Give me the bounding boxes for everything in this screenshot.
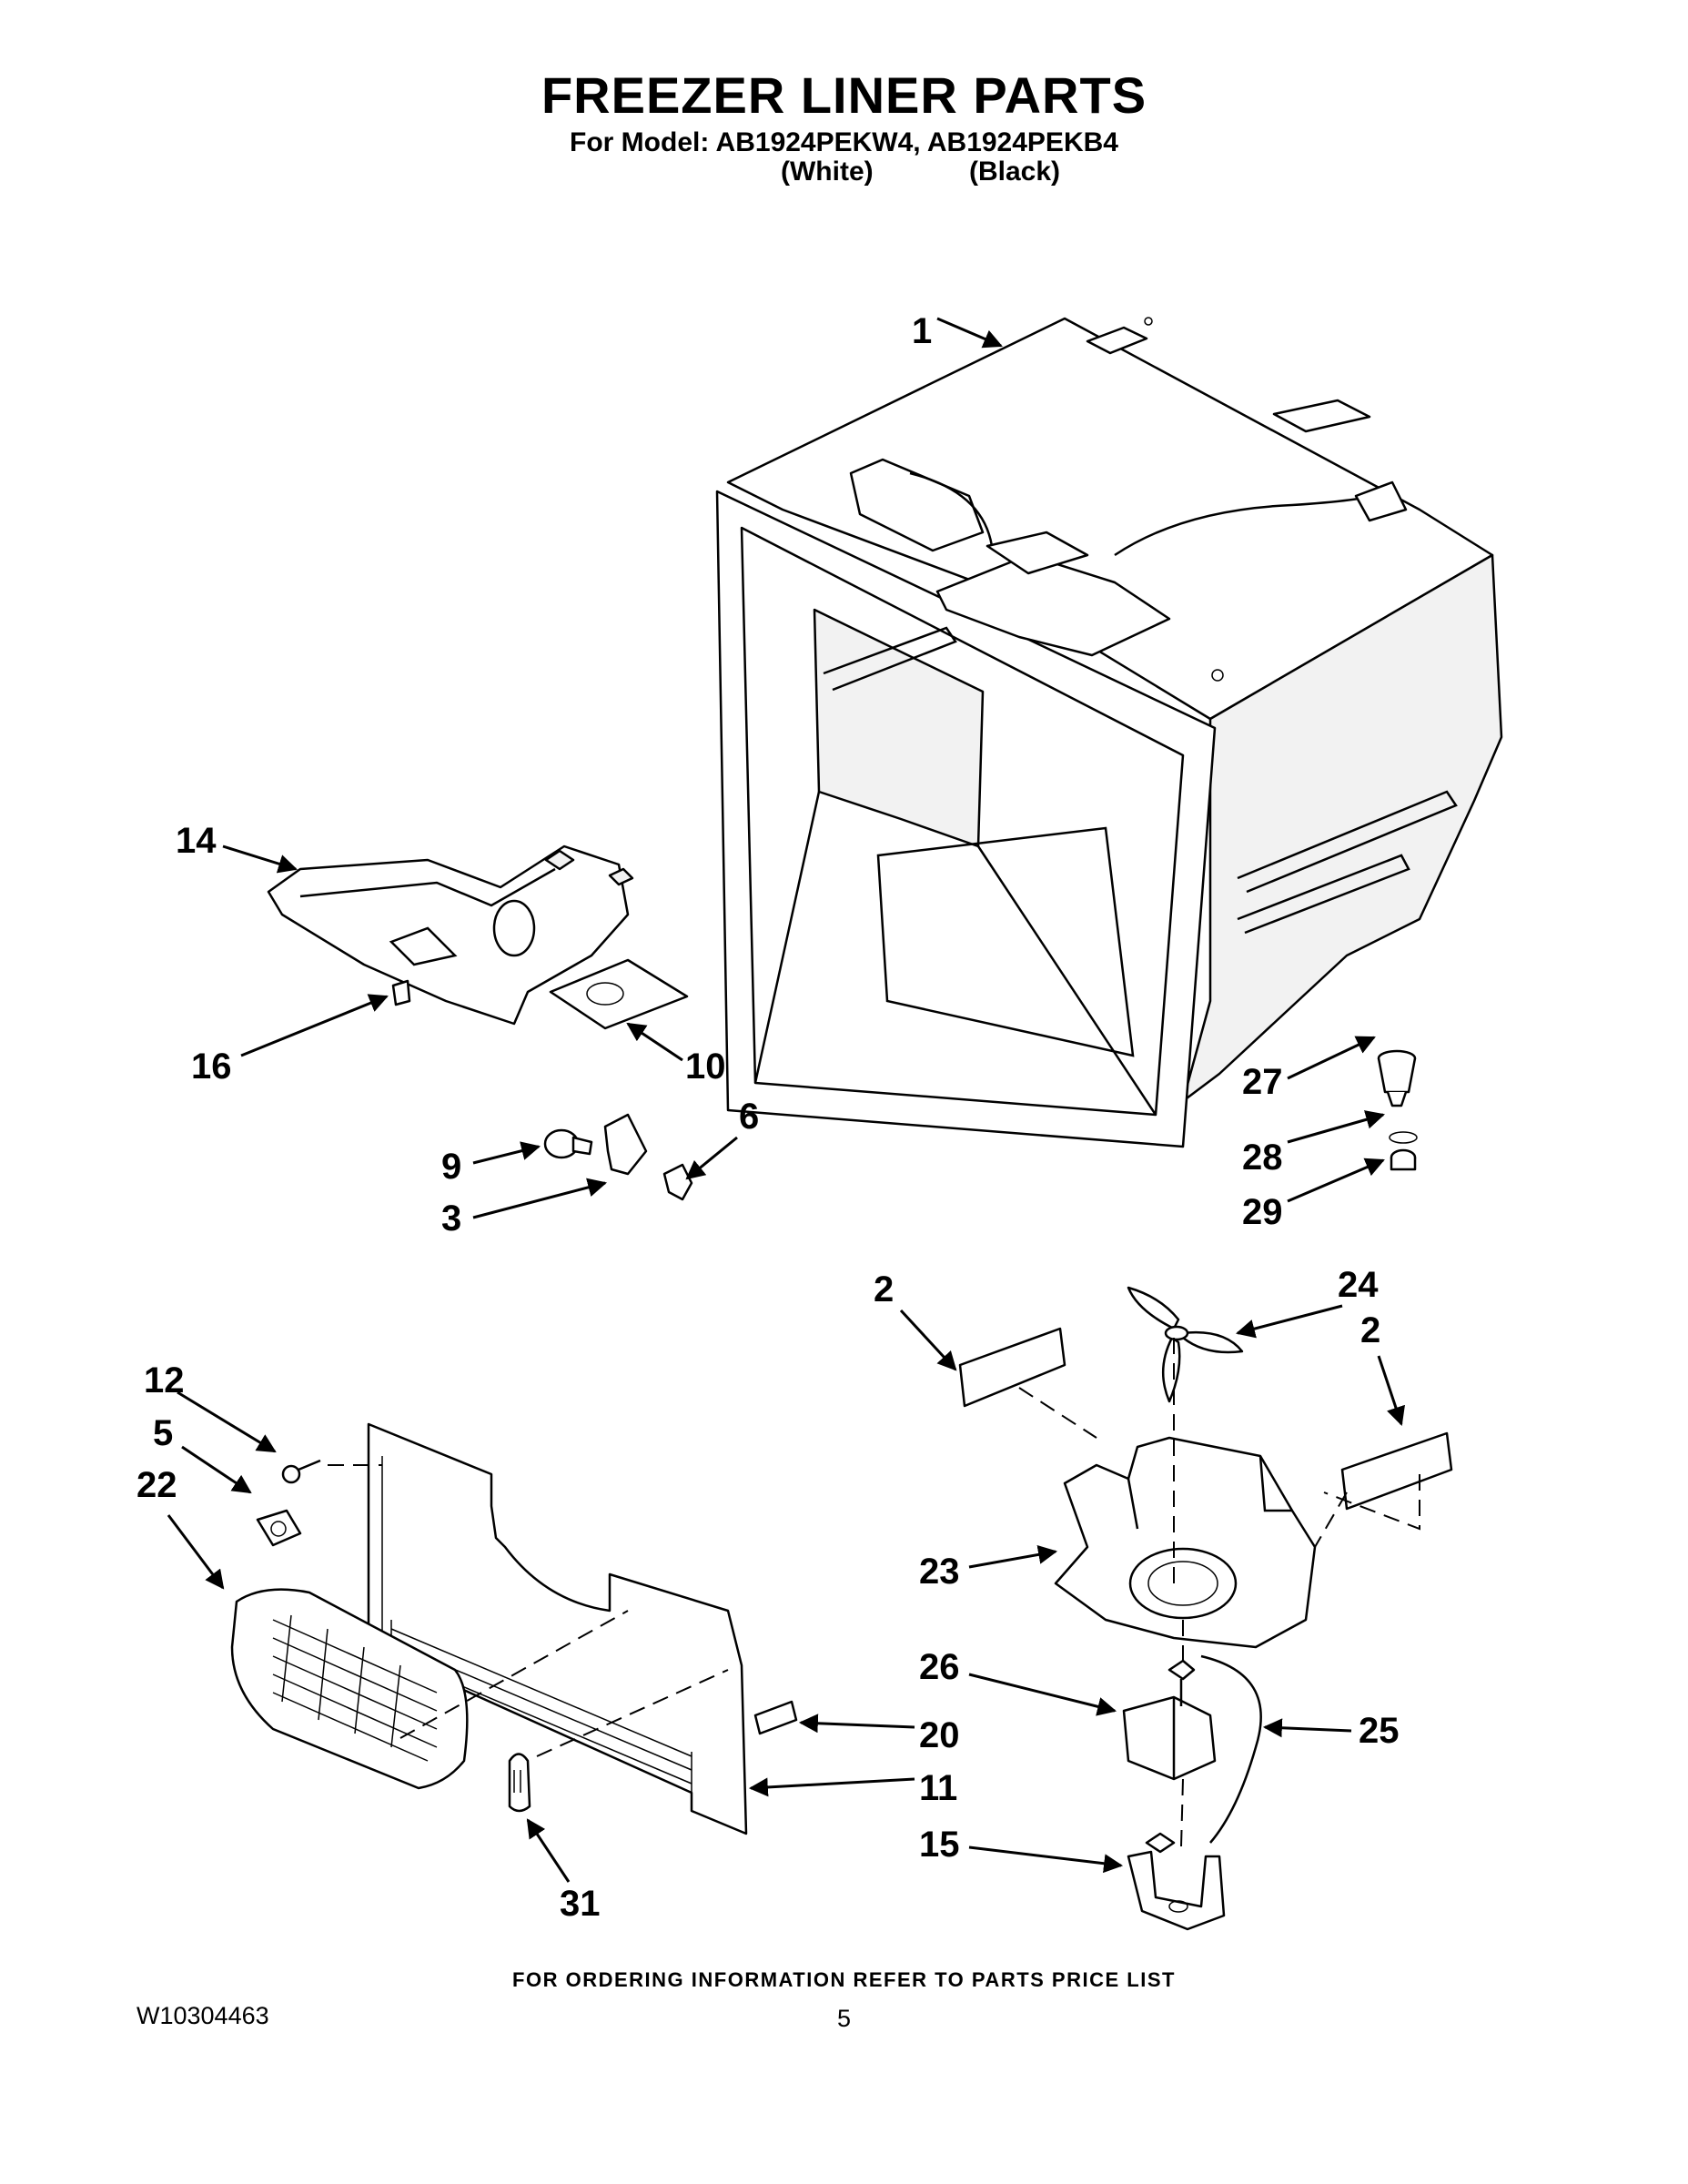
callout-2-right: 2 (1360, 1310, 1380, 1350)
insulation-pad-part (549, 958, 689, 1030)
lamp-assembly-part (543, 1113, 693, 1201)
callout-28: 28 (1242, 1138, 1283, 1178)
fan-blade-part (1127, 1286, 1244, 1403)
callout-24: 24 (1338, 1265, 1379, 1305)
callout-31: 31 (560, 1884, 601, 1924)
page-title: FREEZER LINER PARTS (541, 66, 1147, 124)
callout-12: 12 (144, 1360, 185, 1400)
page-number: 5 (837, 2005, 852, 2032)
callout-2-left: 2 (874, 1269, 894, 1309)
motor-bracket-part (1127, 1850, 1226, 1931)
fan-motor-part (1122, 1659, 1217, 1781)
callout-16: 16 (191, 1046, 232, 1087)
air-grille-part (230, 1588, 469, 1790)
ordering-note: FOR ORDERING INFORMATION REFER TO PARTS … (512, 1968, 1176, 1991)
callout-22: 22 (136, 1465, 177, 1505)
assembly-guide-lines (328, 1338, 1420, 1848)
foam-strip-right-part (1340, 1431, 1453, 1511)
callout-14: 14 (176, 821, 217, 861)
variant-black-label: (Black) (969, 157, 1061, 187)
callout-10: 10 (685, 1046, 726, 1087)
callout-3: 3 (441, 1198, 461, 1239)
model-line: For Model: AB1924PEKW4, AB1924PEKB4 (570, 127, 1118, 157)
seal-strip-part (753, 1700, 798, 1735)
screw-part (281, 1459, 321, 1484)
foam-strip-left-part (958, 1327, 1066, 1408)
callout-labels: 1 14 16 10 6 9 3 27 28 29 2 24 2 12 5 22 (136, 311, 1405, 1924)
wire-harness-part (1200, 1654, 1262, 1844)
callout-25: 25 (1359, 1711, 1400, 1751)
callout-1: 1 (912, 311, 932, 351)
callout-23: 23 (919, 1552, 960, 1592)
duct-cover-part (267, 844, 634, 1026)
drain-cup-part (1377, 1049, 1418, 1171)
freezer-liner-part (715, 317, 1503, 1148)
thermistor-part (508, 1753, 531, 1813)
callout-15: 15 (919, 1825, 960, 1865)
variant-white-label: (White) (781, 157, 874, 187)
callout-26: 26 (919, 1647, 960, 1687)
fan-shroud-part (1054, 1436, 1317, 1649)
callout-27: 27 (1242, 1062, 1283, 1102)
cap-part (256, 1509, 302, 1547)
callout-6: 6 (739, 1097, 759, 1137)
callout-5: 5 (153, 1413, 173, 1453)
clip-part (391, 979, 411, 1006)
document-number: W10304463 (136, 2002, 269, 2029)
callout-11: 11 (919, 1768, 957, 1808)
callout-29: 29 (1242, 1192, 1283, 1232)
callout-20: 20 (919, 1715, 960, 1755)
callout-9: 9 (441, 1147, 461, 1187)
